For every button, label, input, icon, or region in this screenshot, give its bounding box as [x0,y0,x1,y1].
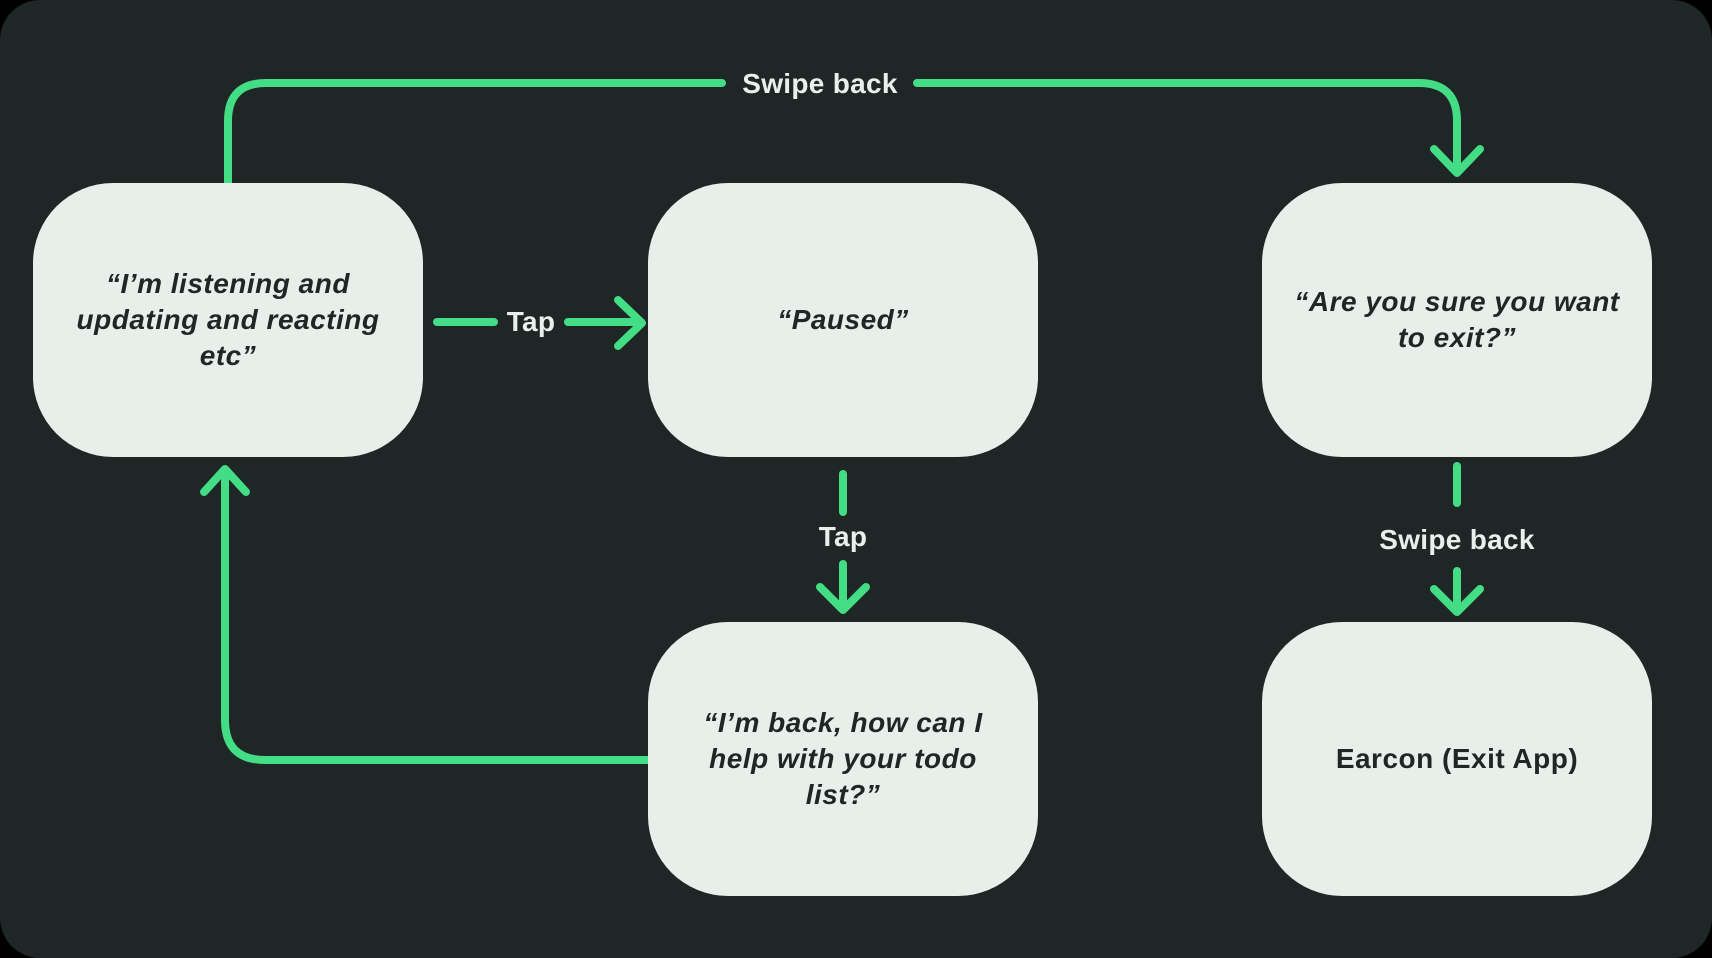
edge-label-tap-vertical: Tap [818,521,868,552]
node-listening-text: “I’m listening and updating and reacting… [76,268,380,371]
edge-swipe-back-top-left-segment [224,79,726,187]
node-paused-text: “Paused” [777,304,909,336]
arrowhead-down-earcon [1430,585,1484,616]
node-im-back: “I’m back, how can I help with your todo… [648,622,1038,896]
node-im-back-text: “I’m back, how can I help with your todo… [703,707,983,810]
node-paused: “Paused” [648,183,1038,457]
node-earcon-exit-text: Earcon (Exit App) [1335,743,1579,775]
edge-swipe-back-top-right-segment [913,79,1461,174]
arrowhead-right-paused [614,296,646,350]
node-confirm-exit: “Are you sure you want to exit?” [1262,183,1652,457]
node-listening: “I’m listening and updating and reacting… [33,183,423,457]
edge-label-swipe-back-right: Swipe back [1379,524,1535,555]
node-earcon-exit: Earcon (Exit App) [1262,622,1652,896]
edge-label-tap-horizontal: Tap [506,306,556,337]
arrowhead-up-listening [200,465,250,496]
arrowhead-down-im-back [816,583,870,614]
node-confirm-exit-text: “Are you sure you want to exit?” [1294,286,1620,353]
edge-loop-back-to-listening [221,468,652,764]
edge-label-swipe-back-top: Swipe back [742,68,898,99]
arrowhead-down-confirm-exit [1430,145,1484,177]
